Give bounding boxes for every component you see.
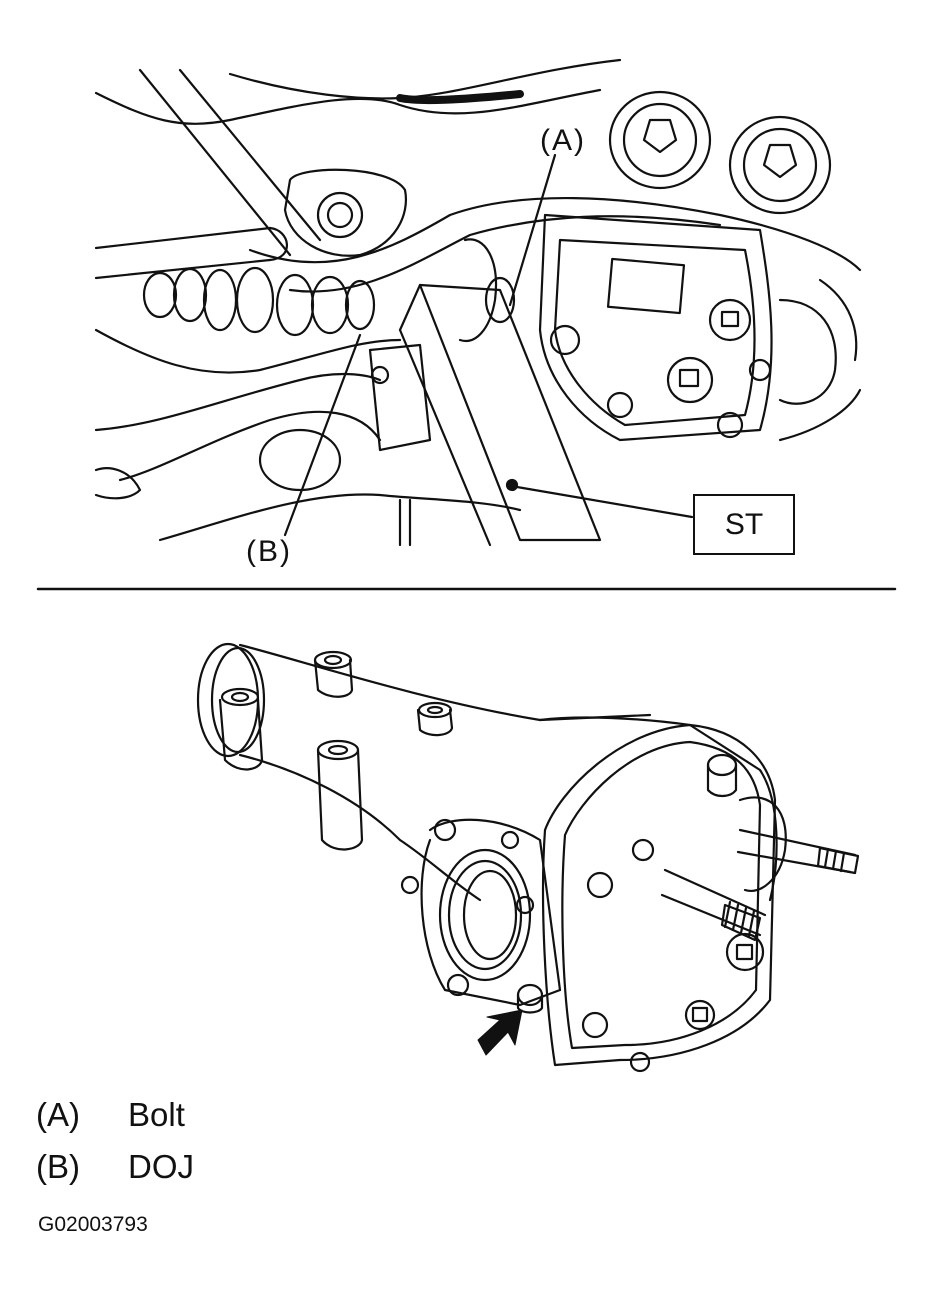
special-tool-bar	[398, 283, 602, 547]
leader-line-a	[508, 153, 557, 307]
legend-value: DOJ	[128, 1148, 194, 1185]
legend-key: (B)	[36, 1148, 80, 1185]
differential-cover-top	[538, 213, 837, 442]
leader-line-st	[515, 485, 694, 519]
drain-plug	[516, 983, 544, 1014]
mount-bosses	[218, 650, 454, 851]
legend-value: Bolt	[128, 1096, 185, 1133]
bottom-illustration-differential-assembly	[196, 642, 860, 1073]
leader-line-b	[283, 333, 362, 537]
studs	[660, 828, 860, 942]
doj-boot	[142, 266, 376, 337]
figure-id: G02003793	[38, 1213, 148, 1236]
callout-a-label: (A)	[540, 124, 586, 157]
top-illustration-rear-differential-in-vehicle	[94, 58, 862, 547]
bolt-a	[458, 238, 516, 343]
callout-b-label: (B)	[246, 535, 292, 568]
legend-key: (A)	[36, 1096, 80, 1133]
special-tool-label: ST	[693, 494, 795, 555]
rear-cover	[541, 723, 777, 1073]
indicator-arrow	[477, 1009, 523, 1056]
mount-bushings	[608, 90, 832, 215]
